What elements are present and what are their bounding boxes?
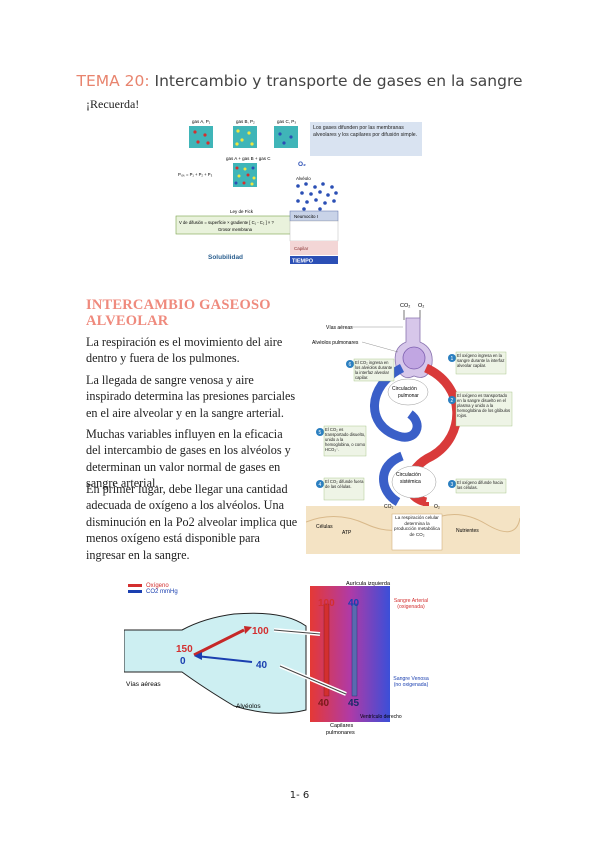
callout-2-text: El oxígeno es transportado en la sangre … bbox=[457, 392, 511, 418]
alveolus-airway bbox=[124, 612, 307, 714]
ptotal-label: Pₜₒₜ = P₁ + P₂ + P₃ bbox=[178, 172, 213, 177]
arterial-co2-40: 40 bbox=[348, 598, 360, 609]
fick-title: Ley de Fick bbox=[230, 209, 254, 214]
o2-label: O₂ bbox=[298, 161, 306, 168]
o2-dots bbox=[296, 182, 338, 211]
alveolus-shape bbox=[402, 346, 426, 370]
sangre-venosa-label: Sangre Venosa (no oxigenada) bbox=[393, 676, 429, 689]
paragraph-4: En primer lugar, debe llegar una cantida… bbox=[86, 482, 298, 562]
gas-sum-label: gas A + gas B + gas C bbox=[226, 156, 271, 161]
alveolar-co2-40: 40 bbox=[256, 660, 268, 671]
capilares-line2: pulmonares bbox=[326, 730, 355, 736]
callout-5-num: 5 bbox=[319, 430, 322, 436]
circ-sistemica-line1: Circulación bbox=[396, 472, 421, 478]
neumocito-label: Neumocito I bbox=[294, 214, 318, 219]
callout-4-num: 4 bbox=[319, 482, 322, 488]
legend-o2: Oxígeno bbox=[146, 583, 169, 589]
capilar-label: Capilar bbox=[294, 246, 309, 251]
gas-c-box bbox=[274, 126, 298, 148]
callout-6-num: 6 bbox=[349, 362, 352, 368]
callout-1-text: El oxígeno ingresa en la sangre durante … bbox=[457, 352, 505, 368]
auricula-label: Aurícula izquierda bbox=[346, 581, 391, 587]
circ-pulmonar-line1: Circulación bbox=[392, 386, 417, 392]
co2-bottom: CO₂ bbox=[384, 504, 394, 510]
venous-loop bbox=[370, 363, 422, 442]
vias-aereas-label: Vías aéreas bbox=[126, 681, 161, 688]
callout-3-text: El oxígeno difunde hacia las células. bbox=[457, 479, 503, 490]
info-box bbox=[310, 122, 422, 156]
nutrientes-label: Nutrientes bbox=[456, 528, 479, 534]
vias-aereas-label: Vías aéreas bbox=[326, 325, 353, 331]
recuerda-label: ¡Recuerda! bbox=[86, 97, 140, 111]
callout-4-text: El CO₂ difunde fuera de las células. bbox=[325, 478, 364, 489]
gas-c-label: gas C, P₃ bbox=[277, 119, 296, 124]
gas-a-box bbox=[189, 126, 213, 148]
capilares-line1: Capilares bbox=[330, 723, 353, 729]
co2-arrow bbox=[195, 655, 253, 663]
o2-arrow bbox=[193, 628, 245, 657]
alveolos-pulmonares-label: Alvéolos pulmonares bbox=[312, 340, 359, 346]
page-number: 1- 6 bbox=[289, 790, 310, 801]
callout-5-text: El CO₂ es transportado disuelto, unido a… bbox=[325, 426, 366, 452]
callout-6-text: El CO₂ ingresa en los alvéolos durante l… bbox=[355, 359, 393, 380]
gas-exchange-diagram: CO₂ O₂ Vías aéreas Alvéolos pulmonares C… bbox=[306, 303, 520, 554]
gas-b-label: gas B, P₂ bbox=[236, 119, 255, 124]
alveolo-label: Alvéolo bbox=[296, 176, 311, 181]
gas-a-label: gas A, P₁ bbox=[192, 119, 211, 124]
venous-o2-40: 40 bbox=[318, 698, 330, 709]
callout-1-num: 1 bbox=[451, 356, 454, 362]
co2-top: CO₂ bbox=[400, 303, 410, 309]
inspired-co2-0: 0 bbox=[180, 656, 186, 667]
legend-co2: CO2 mmHg bbox=[146, 589, 178, 595]
alveolar-o2-150: 150 bbox=[176, 644, 193, 655]
celulas-label: Células bbox=[316, 524, 333, 530]
o2-top: O₂ bbox=[418, 303, 424, 309]
circ-sistemica-line2: sistémica bbox=[400, 479, 421, 485]
circ-pulmonar-line2: pulmonar bbox=[398, 393, 419, 399]
info-text: Los gases difunden por las membranas alv… bbox=[313, 125, 418, 138]
callout-2-num: 2 bbox=[451, 398, 454, 404]
fick-equation: V de difusión = superficie × gradiente [… bbox=[179, 220, 275, 225]
title-main: Intercambio y transporte de gases en la … bbox=[149, 72, 523, 90]
callout-3-num: 3 bbox=[451, 482, 454, 488]
alveolos-label: Alvéolos bbox=[236, 703, 261, 710]
paragraph-3: Muchas variables influyen en la eficacia… bbox=[86, 427, 291, 491]
venous-co2-45: 45 bbox=[348, 698, 360, 709]
capillary-vessel bbox=[310, 586, 390, 722]
title-prefix: TEMA 20: bbox=[76, 72, 150, 90]
partial-pressure-diagram: Oxígeno CO2 mmHg Aurícula izquierda 150 … bbox=[124, 581, 429, 736]
ventriculo-label: Ventrículo derecho bbox=[360, 714, 402, 720]
tiempo-label: TIEMPO bbox=[292, 259, 314, 265]
page-title: TEMA 20: Intercambio y transporte de gas… bbox=[0, 72, 599, 90]
o2-bottom: O₂ bbox=[434, 504, 440, 510]
arterial-o2-100: 100 bbox=[318, 598, 335, 609]
resp-celular-text: La respiración celular determina la prod… bbox=[394, 515, 440, 537]
fick-denominator: Grosor membrana bbox=[218, 227, 253, 232]
paragraph-2: La llegada de sangre venosa y aire inspi… bbox=[86, 373, 296, 420]
solubilidad-label: Solubilidad bbox=[208, 254, 243, 261]
alveolar-o2-100: 100 bbox=[252, 626, 269, 637]
diffusion-figure: gas A, P₁ gas B, P₂ gas C, P₃ gas A + ga… bbox=[170, 110, 426, 268]
atp-label: ATP bbox=[342, 530, 352, 536]
paragraph-1: La respiración es el movimiento del aire… bbox=[86, 335, 283, 366]
sangre-arterial-label: Sangre Arterial (oxigenada) bbox=[393, 598, 429, 611]
